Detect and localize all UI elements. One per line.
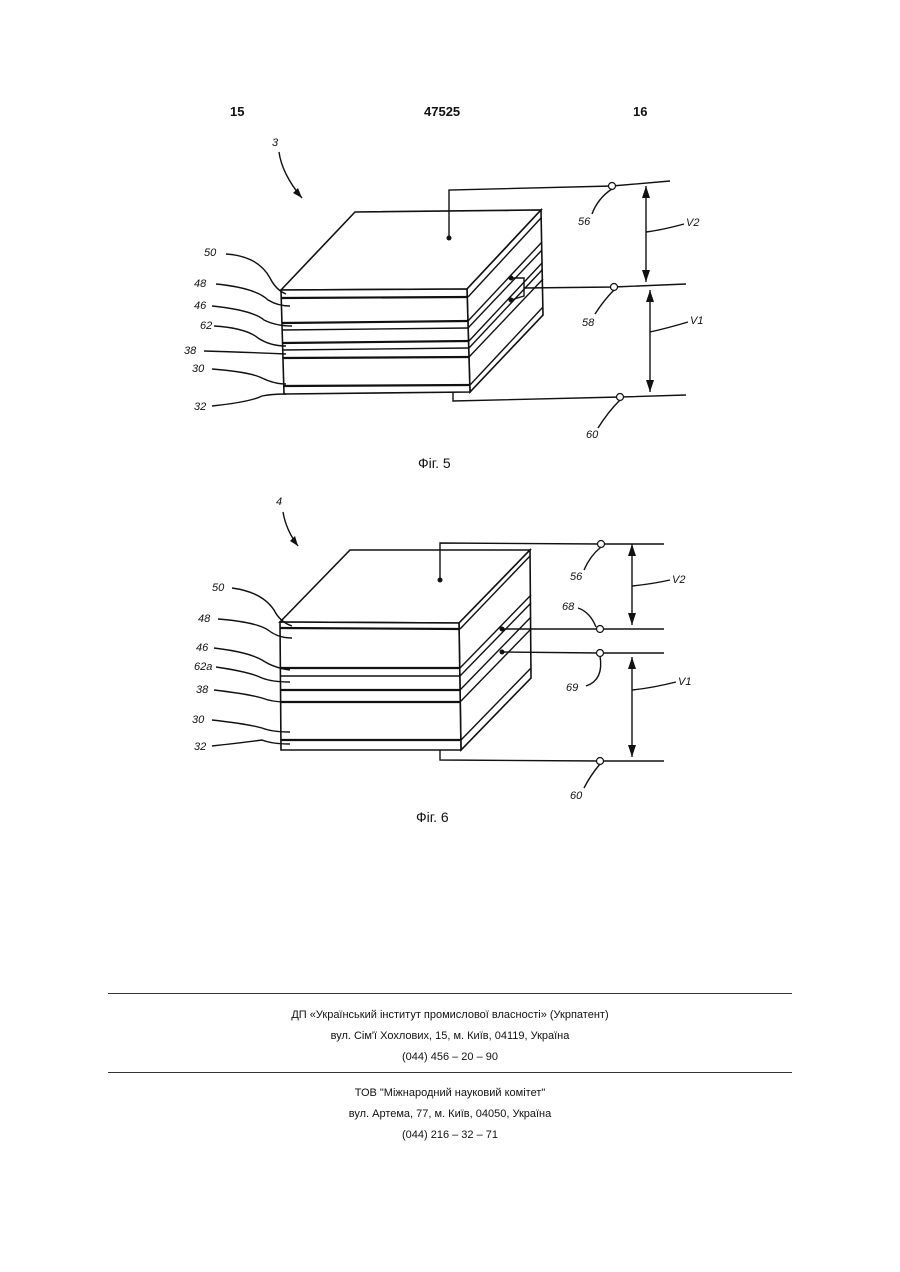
figure-5: 3 (184, 137, 703, 471)
fig5-terminal-58 (611, 284, 618, 291)
fig6-caption: Фіг. 6 (416, 809, 449, 825)
fig6-terminal-56 (598, 541, 605, 548)
fig5-layer-label-50: 50 (204, 247, 217, 259)
imprint-publisher-address: вул. Сім'ї Хохлових, 15, м. Київ, 04119,… (0, 1026, 900, 1047)
imprint-printer-phone: (044) 216 – 32 – 71 (0, 1125, 900, 1146)
fig5-layer-label-38: 38 (184, 345, 197, 357)
imprint-printer-address: вул. Артема, 77, м. Київ, 04050, Україна (0, 1104, 900, 1125)
fig5-layer-label-32: 32 (194, 401, 206, 413)
fig5-voltage-label-v2: V2 (686, 217, 699, 229)
fig6-terminal-label-56: 56 (570, 571, 583, 583)
fig5-ref-label: 3 (272, 137, 279, 149)
fig5-caption: Фіг. 5 (418, 455, 451, 471)
fig5-voltage-arrows (642, 186, 688, 392)
fig6-layer-label-46: 46 (196, 642, 209, 654)
fig6-voltage-label-v2: V2 (672, 574, 685, 586)
fig5-terminal-label-58: 58 (582, 317, 595, 329)
fig5-layer-label-30: 30 (192, 363, 205, 375)
fig6-terminal-68 (597, 626, 604, 633)
fig6-terminal-label-69: 69 (566, 682, 578, 694)
fig6-voltage-arrows (628, 544, 676, 757)
fig5-terminal-label-60: 60 (586, 429, 599, 441)
fig5-layer-label-leaders (204, 254, 292, 406)
fig5-layer-label-62: 62 (200, 320, 212, 332)
fig6-ref-label: 4 (276, 496, 282, 508)
fig6-block-front (280, 622, 461, 750)
figure-6: 4 (192, 496, 691, 825)
imprint-printer-name: ТОВ "Міжнародний науковий комітет" (0, 1083, 900, 1104)
fig5-voltage-label-v1: V1 (690, 315, 703, 327)
fig6-terminal-69 (597, 650, 604, 657)
fig5-terminal-56 (609, 183, 616, 190)
fig6-terminal-label-60: 60 (570, 790, 583, 802)
fig6-terminal-60 (597, 758, 604, 765)
fig5-layer-label-48: 48 (194, 278, 207, 290)
footer-rule-middle (108, 1072, 792, 1073)
imprint-printer: ТОВ "Міжнародний науковий комітет" вул. … (0, 1083, 900, 1146)
fig5-terminal-label-56: 56 (578, 216, 591, 228)
fig6-layer-label-30: 30 (192, 714, 205, 726)
fig6-ref-arrowhead (290, 536, 298, 546)
fig6-layer-label-48: 48 (198, 613, 211, 625)
fig5-ref-arrowhead (293, 188, 302, 198)
imprint-publisher-name: ДП «Український інститут промислової вла… (0, 1005, 900, 1026)
fig6-voltage-label-v1: V1 (678, 676, 691, 688)
imprint-publisher: ДП «Український інститут промислової вла… (0, 1005, 900, 1068)
fig6-terminal-label-68: 68 (562, 601, 575, 613)
fig6-layer-label-38: 38 (196, 684, 209, 696)
fig5-terminal-60 (617, 394, 624, 401)
fig6-layer-label-32: 32 (194, 741, 206, 753)
fig6-layer-label-50: 50 (212, 582, 225, 594)
imprint-publisher-phone: (044) 456 – 20 – 90 (0, 1047, 900, 1068)
fig6-layer-label-62a: 62a (194, 661, 212, 673)
fig5-layer-label-46: 46 (194, 300, 207, 312)
footer-rule-top (108, 993, 792, 994)
